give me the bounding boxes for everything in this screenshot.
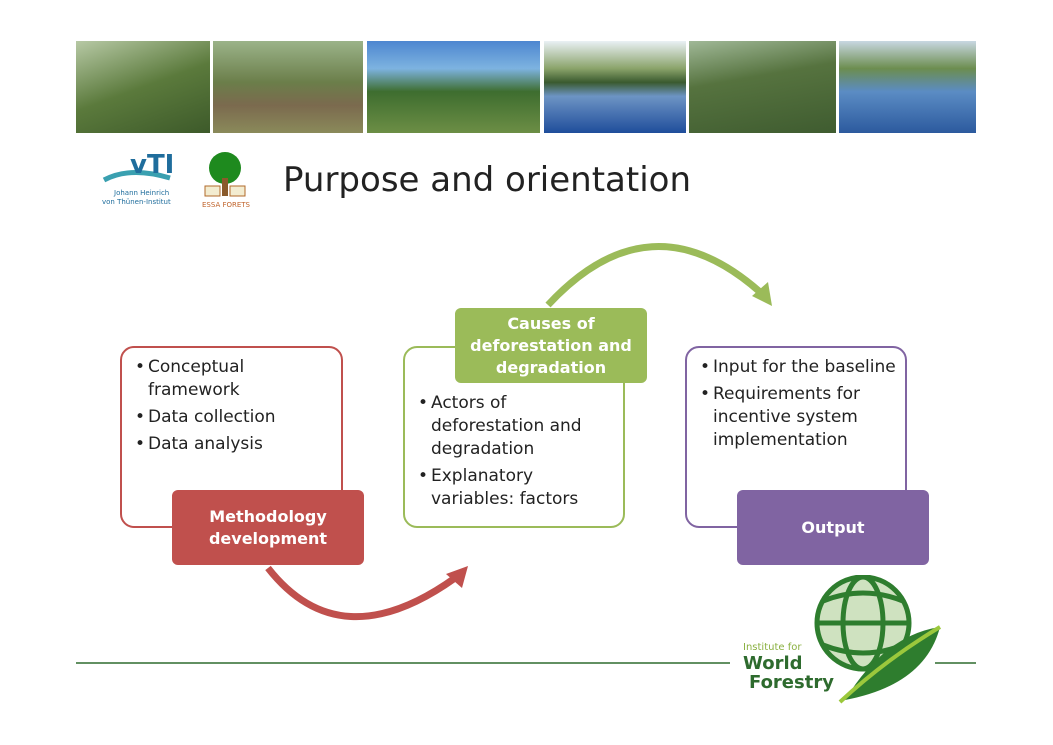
photo-river-canoe	[544, 41, 686, 133]
list-item: Data collection	[135, 406, 333, 429]
globe-leaf-icon	[814, 575, 942, 704]
list-item: Conceptual framework	[135, 356, 333, 402]
photo-forest-people	[76, 41, 210, 133]
red-arrowhead	[446, 566, 468, 588]
iwf-line1: Institute for	[743, 642, 802, 653]
list-item: Requirements for incentive system implem…	[700, 383, 901, 452]
tree-icon	[204, 152, 246, 197]
iwf-logo: Institute for World Forestry	[735, 575, 945, 705]
vti-logo: vTI Johann Heinrich von Thünen-Institut	[100, 150, 190, 210]
green-arrowhead	[752, 282, 772, 306]
output-label: Output	[737, 490, 929, 565]
causes-label: Causes of deforestation and degradation	[455, 308, 647, 383]
photo-river-boat	[839, 41, 976, 133]
photo-forest-canopy	[689, 41, 836, 133]
vti-swoosh-icon	[102, 169, 171, 183]
iwf-line3: Forestry	[749, 672, 834, 693]
list-item: Actors of deforestation and degradation	[418, 392, 615, 461]
list-item: Data analysis	[135, 433, 333, 456]
vti-sub2: von Thünen-Institut	[102, 198, 171, 206]
list-item: Input for the baseline	[700, 356, 901, 379]
list-item: Explanatory variables: factors	[418, 465, 615, 511]
methodology-label: Methodology development	[172, 490, 364, 565]
essa-logo: ESSA FORETS	[200, 150, 250, 210]
vti-mark: vTI	[130, 150, 175, 180]
page-title: Purpose and orientation	[283, 160, 692, 200]
photo-village-houses	[367, 41, 540, 133]
essa-label: ESSA FORETS	[202, 201, 250, 209]
vti-sub1: Johann Heinrich	[114, 189, 170, 197]
photo-village	[213, 41, 363, 133]
green-arrow	[545, 243, 763, 308]
red-arrow	[265, 565, 458, 620]
iwf-line2: World	[743, 653, 803, 674]
